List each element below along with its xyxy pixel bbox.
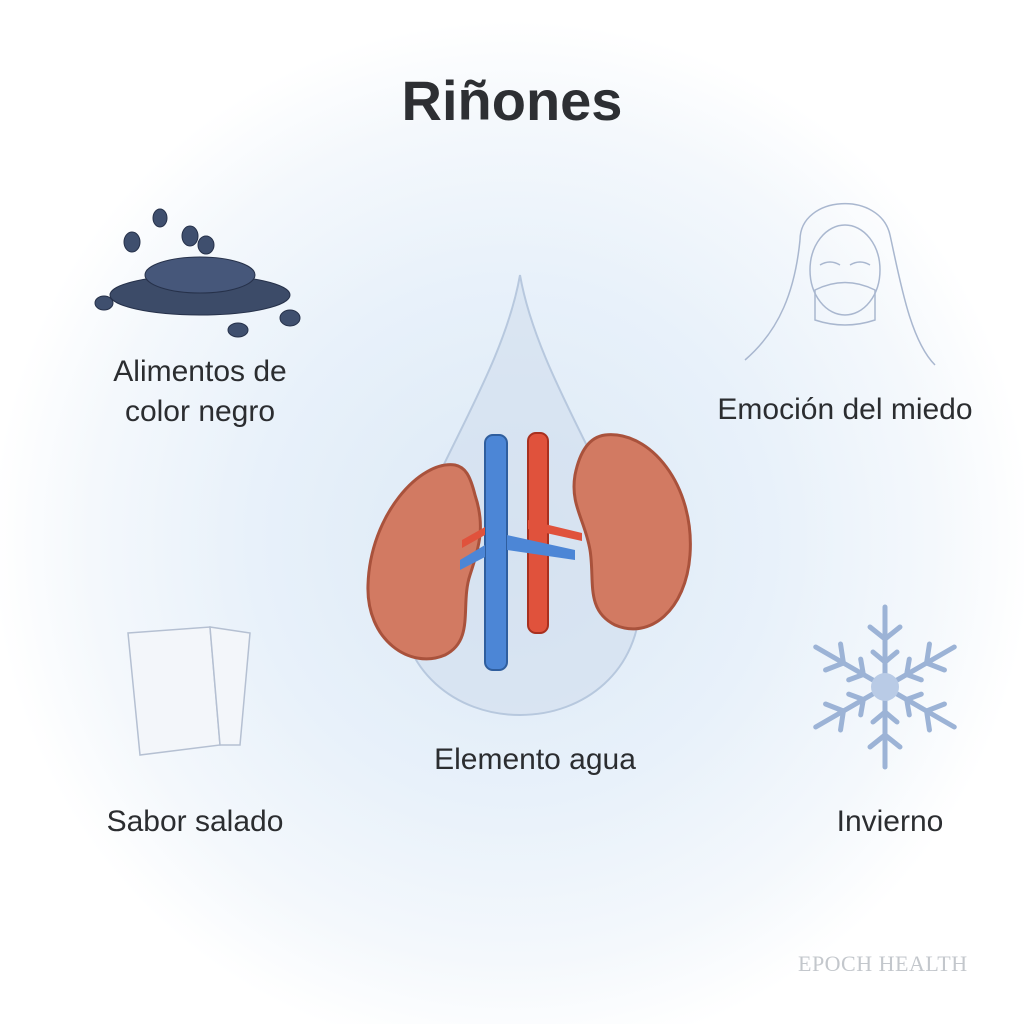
epoch-health-logo: EPOCH HEALTH xyxy=(798,951,968,976)
winter-label: Invierno xyxy=(836,805,944,838)
black-beans-icon xyxy=(94,208,301,338)
salt-block-icon xyxy=(127,626,251,756)
black-foods-label: Alimentos de color negro xyxy=(113,355,287,428)
fear-emotion-label: Emoción del miedo xyxy=(717,393,973,426)
page-title: Riñones xyxy=(401,69,623,132)
kidneys-icon xyxy=(366,432,692,671)
fearful-woman-icon xyxy=(744,203,936,366)
snowflake-icon xyxy=(805,604,965,775)
water-element-label: Elemento agua xyxy=(434,743,636,776)
salty-taste-label: Sabor salado xyxy=(106,805,284,838)
